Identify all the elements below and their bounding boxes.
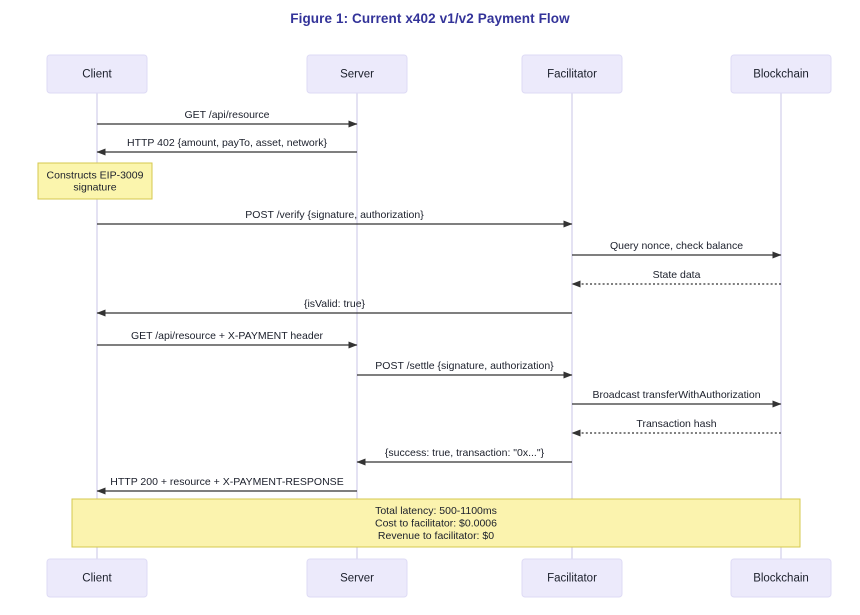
message-m5: State data (571, 269, 781, 288)
actor-box-blockchain-bottom[interactable]: Blockchain (730, 558, 832, 598)
message-label: Broadcast transferWithAuthorization (592, 389, 760, 401)
message-label: POST /verify {signature, authorization} (245, 209, 424, 221)
actor-box-rect (306, 54, 408, 94)
actor-box-rect (46, 558, 148, 598)
summary-note-line: Revenue to facilitator: $0 (378, 530, 494, 542)
message-label: GET /api/resource + X-PAYMENT header (131, 330, 324, 342)
actor-box-client[interactable]: Client (46, 54, 148, 94)
figure-title: Figure 1: Current x402 v1/v2 Payment Flo… (290, 11, 570, 26)
actor-label: Client (82, 69, 112, 81)
message-label: GET /api/resource (184, 109, 269, 121)
message-label: Query nonce, check balance (610, 240, 743, 252)
actor-box-rect (730, 54, 832, 94)
actor-box-facilitator[interactable]: Facilitator (521, 54, 623, 94)
actor-label: Server (340, 573, 374, 585)
note-line: Constructs EIP-3009 (47, 170, 144, 182)
lifelines-group (96, 93, 782, 559)
message-label: HTTP 402 {amount, payTo, asset, network} (127, 137, 327, 149)
message-m12: HTTP 200 + resource + X-PAYMENT-RESPONSE (96, 476, 357, 495)
message-m7: GET /api/resource + X-PAYMENT header (97, 330, 358, 349)
message-m9: Broadcast transferWithAuthorization (572, 389, 782, 408)
actor-box-blockchain[interactable]: Blockchain (730, 54, 832, 94)
actor-box-rect (46, 54, 148, 94)
actors-bottom-group: Client Server Facilitator Blockchain (46, 558, 832, 598)
note-rect (37, 162, 153, 200)
message-m3: POST /verify {signature, authorization} (97, 209, 573, 228)
actor-box-rect (306, 558, 408, 598)
note-line: signature (73, 182, 116, 194)
summary-note-line: Cost to facilitator: $0.0006 (375, 518, 497, 530)
message-label: State data (653, 269, 701, 281)
message-m2: HTTP 402 {amount, payTo, asset, network} (96, 137, 357, 156)
message-m10: Transaction hash (571, 418, 781, 437)
message-label: HTTP 200 + resource + X-PAYMENT-RESPONSE (110, 476, 343, 488)
message-m8: POST /settle {signature, authorization} (357, 360, 573, 379)
actor-box-rect (521, 558, 623, 598)
actor-box-rect (730, 558, 832, 598)
message-label: POST /settle {signature, authorization} (375, 360, 554, 372)
message-label: {isValid: true} (304, 298, 366, 310)
actor-label: Facilitator (547, 69, 597, 81)
summary-note-rect (71, 498, 801, 548)
actors-top-group: Client Server Facilitator Blockchain (46, 54, 832, 94)
message-m6: {isValid: true} (96, 298, 572, 317)
message-label: Transaction hash (636, 418, 716, 430)
actor-box-client-bottom[interactable]: Client (46, 558, 148, 598)
actor-box-server-bottom[interactable]: Server (306, 558, 408, 598)
actor-label: Facilitator (547, 573, 597, 585)
message-m11: {success: true, transaction: "0x..."} (356, 447, 572, 466)
actor-box-server[interactable]: Server (306, 54, 408, 94)
actor-box-rect (521, 54, 623, 94)
actor-label: Blockchain (753, 573, 809, 585)
actor-box-facilitator-bottom[interactable]: Facilitator (521, 558, 623, 598)
message-m4: Query nonce, check balance (572, 240, 782, 259)
message-m1: GET /api/resource (97, 109, 358, 128)
summary-note-line: Total latency: 500-1100ms (375, 505, 497, 517)
actor-label: Client (82, 573, 112, 585)
actor-label: Blockchain (753, 69, 809, 81)
message-label: {success: true, transaction: "0x..."} (385, 447, 545, 459)
actor-label: Server (340, 69, 374, 81)
